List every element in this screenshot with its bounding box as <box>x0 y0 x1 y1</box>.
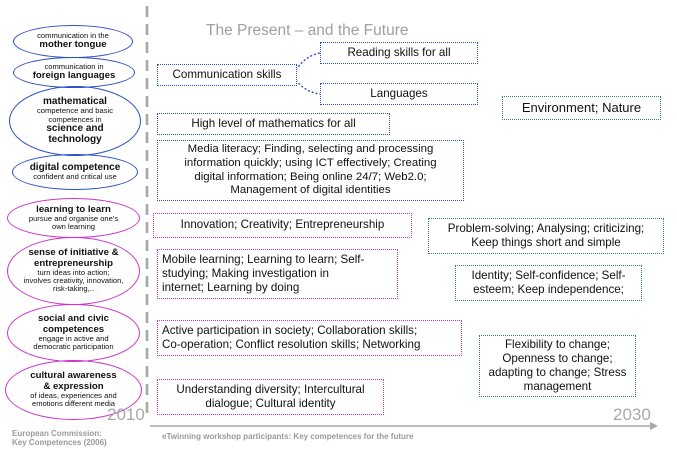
oval-bold-text: social and civic competences <box>38 313 109 335</box>
page-title: The Present – and the Future <box>206 22 409 39</box>
box-media-literacy: Media literacy; Finding, selecting and p… <box>157 140 464 201</box>
box-communication-skills: Communication skills <box>157 64 297 86</box>
oval-foreign-languages: communication in foreign languages <box>13 57 135 88</box>
oval-small-text: communication in the <box>37 31 109 41</box>
oval-digital-competence: digital competence confident and critica… <box>12 154 138 190</box>
oval-mother-tongue: communication in the mother tongue <box>13 25 133 58</box>
connector-reading <box>295 52 321 71</box>
box-flexibility: Flexibility to change; Openness to chang… <box>479 335 636 397</box>
oval-bold-text: science and technology <box>46 122 104 145</box>
oval-small-text: communication in <box>44 62 104 72</box>
box-diversity: Understanding diversity; Intercultural d… <box>157 379 384 415</box>
oval-social-civic: social and civic competences engage in a… <box>7 304 140 362</box>
oval-bold-text: mathematical <box>43 95 107 107</box>
box-problem-solving: Problem-solving; Analysing; criticizing;… <box>428 218 664 254</box>
box-identity: Identity; Self-confidence; Self- esteem;… <box>455 265 642 301</box>
box-innovation: Innovation; Creativity; Entrepreneurship <box>153 213 412 238</box>
oval-small-text: engage in active and democratic particip… <box>33 334 114 352</box>
box-mobile-learning: Mobile learning; Learning to learn; Self… <box>157 249 398 299</box>
timeline-arrow-head <box>650 422 658 430</box>
oval-small-text: confident and critical use <box>33 172 117 182</box>
box-participation: Active participation in society; Collabo… <box>157 320 462 356</box>
year-start-label: 2010 <box>107 405 145 424</box>
source-bottom-caption: eTwinning workshop participants: Key com… <box>162 432 414 441</box>
oval-small-text: competence and basic competences in <box>37 106 113 124</box>
box-reading-skills: Reading skills for all <box>320 42 478 64</box>
oval-bold-text: sense of initiative & entrepreneurship <box>28 247 119 269</box>
oval-bold-text: learning to learn <box>36 203 111 215</box>
year-end-label: 2030 <box>613 405 651 424</box>
source-left-caption: European Commission: Key Competences (20… <box>12 429 107 447</box>
oval-small-text: pursue and organise one's own learning <box>28 213 119 232</box>
source-left-line1: European Commission: <box>12 429 102 438</box>
oval-small-text: of ideas, experiences and emotions diffe… <box>30 391 117 409</box>
box-mathematics: High level of mathematics for all <box>157 113 390 135</box>
connector-languages <box>295 79 321 95</box>
oval-mathematical: mathematical competence and basic compet… <box>9 86 141 156</box>
oval-bold-text: cultural awareness & expression <box>30 370 117 392</box>
source-left-line2: Key Competences (2006) <box>12 438 107 448</box>
oval-small-text: turn ideas into action; involves creativ… <box>23 268 124 294</box>
box-languages: Languages <box>320 83 478 105</box>
oval-cultural-awareness: cultural awareness & expression of ideas… <box>5 360 142 420</box>
oval-bold-text: digital competence <box>29 161 121 173</box>
box-environment: Environment; Nature <box>502 96 661 120</box>
oval-initiative-entrepreneurship: sense of initiative & entrepreneurship t… <box>7 237 140 305</box>
oval-learning-to-learn: learning to learn pursue and organise on… <box>7 198 140 238</box>
oval-bold-text: mother tongue <box>39 39 107 51</box>
oval-bold-text: foreign languages <box>32 70 116 82</box>
